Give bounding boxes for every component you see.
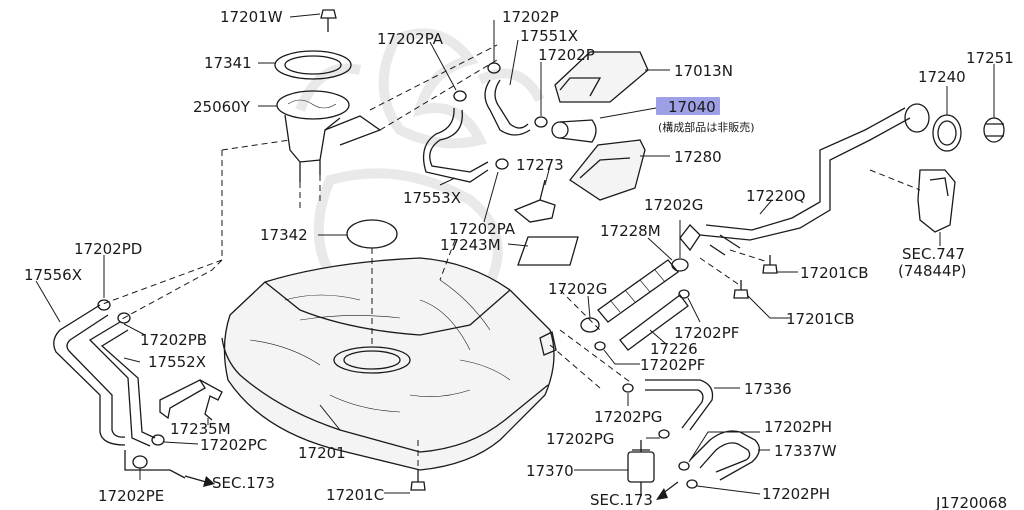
clamp-17202PC [151, 434, 165, 446]
fuel-filter-17370 [627, 440, 655, 496]
label-17201CB-a: 17201CB [800, 264, 868, 282]
label-17040: 17040 [668, 98, 716, 116]
label-not-sold-note: (構成部品は非販売) [658, 120, 755, 134]
label-17202PH-b: 17202PH [762, 485, 830, 503]
hose-17552X [88, 321, 156, 447]
label-17202G-mid: 17202G [548, 280, 607, 298]
label-17202PB: 17202PB [140, 331, 207, 349]
clamp-17202PH-b [686, 479, 698, 489]
label-17202PE: 17202PE [98, 487, 164, 505]
label-25060Y: 25060Y [193, 98, 251, 116]
label-17226: 17226 [650, 340, 698, 358]
fuel-pump-17040 [551, 119, 597, 143]
label-17552X: 17552X [148, 353, 206, 371]
part-17273 [513, 179, 556, 223]
label-sec747: SEC.747 [902, 245, 965, 263]
label-17251: 17251 [966, 49, 1014, 67]
label-17202PG-b: 17202PG [546, 430, 614, 448]
label-17201C: 17201C [326, 486, 384, 504]
label-17336: 17336 [744, 380, 792, 398]
label-17220Q: 17220Q [746, 187, 806, 205]
label-17202PA-top: 17202PA [377, 30, 444, 48]
label-17202PD: 17202PD [74, 240, 142, 258]
label-17243M: 17243M [440, 236, 501, 254]
label-17202PF-b: 17202PF [640, 356, 705, 374]
label-sec173-left: SEC.173 [212, 474, 275, 492]
label-17553X: 17553X [403, 189, 461, 207]
clamp-17202P-top [487, 62, 501, 74]
bolt-17201C [410, 470, 426, 491]
label-17342: 17342 [260, 226, 308, 244]
clamp-17202PA-bot [495, 158, 509, 170]
fuel-cap-17251 [983, 117, 1005, 143]
clamp-17202PA-top [453, 90, 467, 102]
part-17040-highlight [656, 97, 720, 115]
bracket-17280 [569, 139, 646, 201]
label-17013N: 17013N [674, 62, 733, 80]
label-17202PC: 17202PC [200, 436, 267, 454]
label-17280: 17280 [674, 148, 722, 166]
label-17228M: 17228M [600, 222, 661, 240]
label-17202PF-a: 17202PF [674, 324, 739, 342]
hose-17551X [484, 79, 531, 136]
hose-17556X [53, 304, 126, 446]
label-17201CB-b: 17201CB [786, 310, 854, 328]
label-17273: 17273 [516, 156, 564, 174]
bolt-17201CB-a [762, 255, 778, 274]
clamp-17202PE [132, 455, 148, 469]
label-sec747-sub: (74844P) [898, 262, 966, 280]
label-17202PA-bot: 17202PA [449, 220, 516, 238]
hose-17226 [619, 294, 689, 351]
label-17556X: 17556X [24, 266, 82, 284]
hose-17336 [645, 379, 714, 431]
label-17337W: 17337W [774, 442, 837, 460]
hose-17337W [689, 430, 760, 481]
clamp-17202P-mid [534, 116, 548, 128]
label-17202P-top: 17202P [502, 8, 559, 26]
bolt-17201CB-b [733, 280, 749, 299]
label-17202PH-a: 17202PH [764, 418, 832, 436]
clamp-17202PG-b [658, 429, 670, 439]
clamp-17202PB [117, 312, 131, 324]
diagram-id: J1720068 [935, 494, 1007, 510]
label-17235M: 17235M [170, 420, 231, 438]
clamp-17202PF-b [594, 341, 606, 351]
label-17201W: 17201W [220, 8, 283, 26]
label-sec173-right: SEC.173 [590, 491, 653, 509]
label-17370: 17370 [526, 462, 574, 480]
cover-17013N [554, 51, 649, 103]
clamp-17202PG-a [622, 383, 634, 393]
arrow-sec173-left [184, 475, 207, 483]
label-17202G-top: 17202G [644, 196, 703, 214]
part-labels: 17201W 17341 25060Y 17342 17202PD 17556X… [24, 8, 1014, 510]
label-17341: 17341 [204, 54, 252, 72]
label-17551X: 17551X [520, 27, 578, 45]
hose-17553X [422, 107, 489, 183]
bolt-17201W [320, 9, 337, 32]
clamp-17202PH-a [678, 461, 690, 471]
protector-17243M [517, 236, 579, 266]
retaining-ring-17341 [274, 50, 352, 80]
label-17202P-mid: 17202P [538, 46, 595, 64]
seal-17240 [932, 114, 962, 152]
clamp-17202PF-a [678, 289, 690, 299]
bracket-17235M [159, 379, 223, 421]
clamp-17202PD [97, 299, 111, 311]
hose-17228M [597, 259, 679, 323]
clamp-17202G-top [671, 258, 689, 272]
bracket-sec747 [917, 169, 956, 233]
fuel-tank-17201 [221, 257, 557, 471]
filler-tube-17220Q [679, 103, 930, 256]
gasket-17342 [346, 219, 398, 249]
fuel-gauge-unit-25060Y [276, 90, 382, 182]
label-17240: 17240 [918, 68, 966, 86]
label-17201: 17201 [298, 444, 346, 462]
label-17202PG-a: 17202PG [594, 408, 662, 426]
